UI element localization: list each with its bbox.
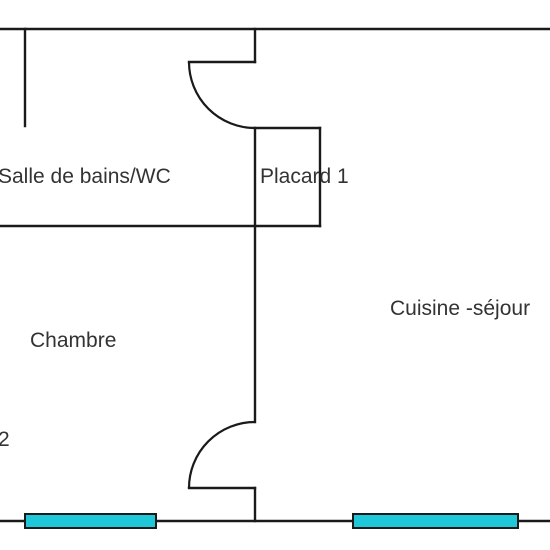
kitchen-living-label: Cuisine -séjour: [390, 297, 530, 320]
living-room-window: [352, 513, 519, 529]
closet-label: Placard 1: [260, 165, 349, 188]
bedroom-door-swing: [187, 420, 256, 489]
partial-room-label: 2: [0, 428, 10, 451]
bedroom-label: Chambre: [30, 329, 116, 352]
bedroom-window: [24, 513, 157, 529]
bathroom-label: Salle de bains/WC: [0, 165, 171, 188]
bathroom-door-swing: [187, 61, 256, 130]
